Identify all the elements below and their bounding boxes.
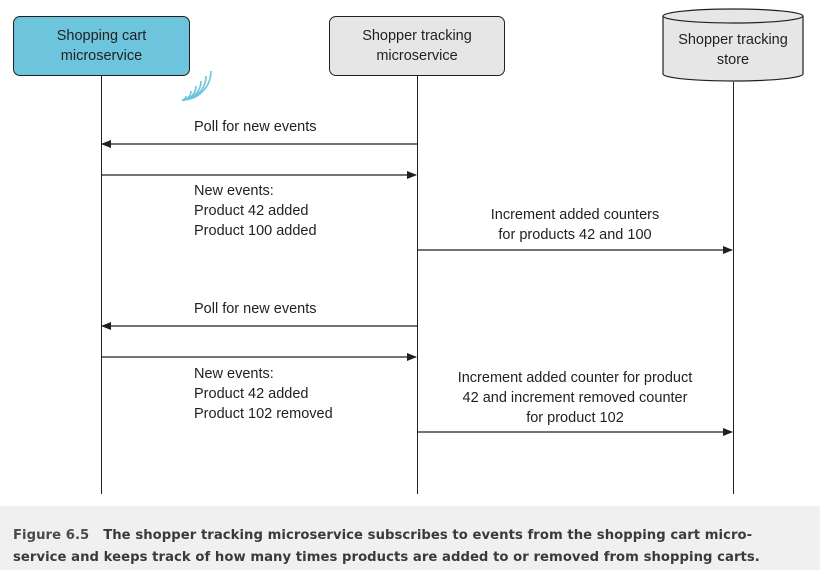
message-line: 42 and increment removed counter [462, 390, 688, 406]
actor-label-line: microservice [60, 48, 143, 64]
shopper-tracking-store-cylinder: Shopper tracking store [662, 8, 804, 82]
actor-label-line: Shopping cart [56, 28, 147, 44]
message-line: Product 42 added [194, 386, 309, 402]
figure-caption: Figure 6.5 The shopper tracking microser… [13, 525, 813, 569]
message-line: Product 102 removed [194, 406, 333, 422]
actor-label-line: microservice [376, 48, 458, 64]
message-line: Increment added counter for product [457, 370, 693, 386]
poll-message-2: Poll for new events [194, 301, 317, 317]
cart-lifeline [101, 76, 102, 494]
message-line: New events: [194, 366, 274, 382]
message-line: New events: [194, 183, 274, 199]
signal-waves-icon [181, 70, 212, 101]
message-line: for products 42 and 100 [498, 227, 652, 243]
caption-text-line-2: service and keeps track of how many time… [13, 550, 760, 565]
poll-message-1: Poll for new events [194, 119, 317, 135]
message-arrows [101, 140, 733, 436]
message-line: Product 42 added [194, 203, 309, 219]
message-line: Increment added counters [490, 207, 660, 223]
shopper-tracking-microservice-box: Shopper tracking microservice [329, 16, 505, 76]
caption-text-line-1: The shopper tracking microservice subscr… [103, 528, 753, 543]
tracking-lifeline [417, 76, 418, 494]
events-message-2: New events: Product 42 added Product 102… [194, 364, 333, 424]
figure-label: Figure 6.5 [13, 528, 90, 543]
store-lifeline [733, 82, 734, 494]
shopping-cart-microservice-box: Shopping cart microservice [13, 16, 190, 76]
message-line: for product 102 [526, 410, 624, 426]
database-cylinder-icon [662, 8, 804, 82]
increment-message-1: Increment added counters for products 42… [455, 205, 695, 245]
actor-label-line: Shopper tracking [362, 28, 472, 44]
caption-line: Figure 6.5 The shopper tracking microser… [13, 525, 813, 547]
message-line: Product 100 added [194, 223, 317, 239]
increment-message-2: Increment added counter for product 42 a… [435, 368, 715, 428]
actor-label-line: Shopper tracking [678, 32, 788, 48]
caption-background [0, 506, 820, 570]
events-message-1: New events: Product 42 added Product 100… [194, 181, 317, 241]
actor-label-line: store [716, 52, 750, 68]
